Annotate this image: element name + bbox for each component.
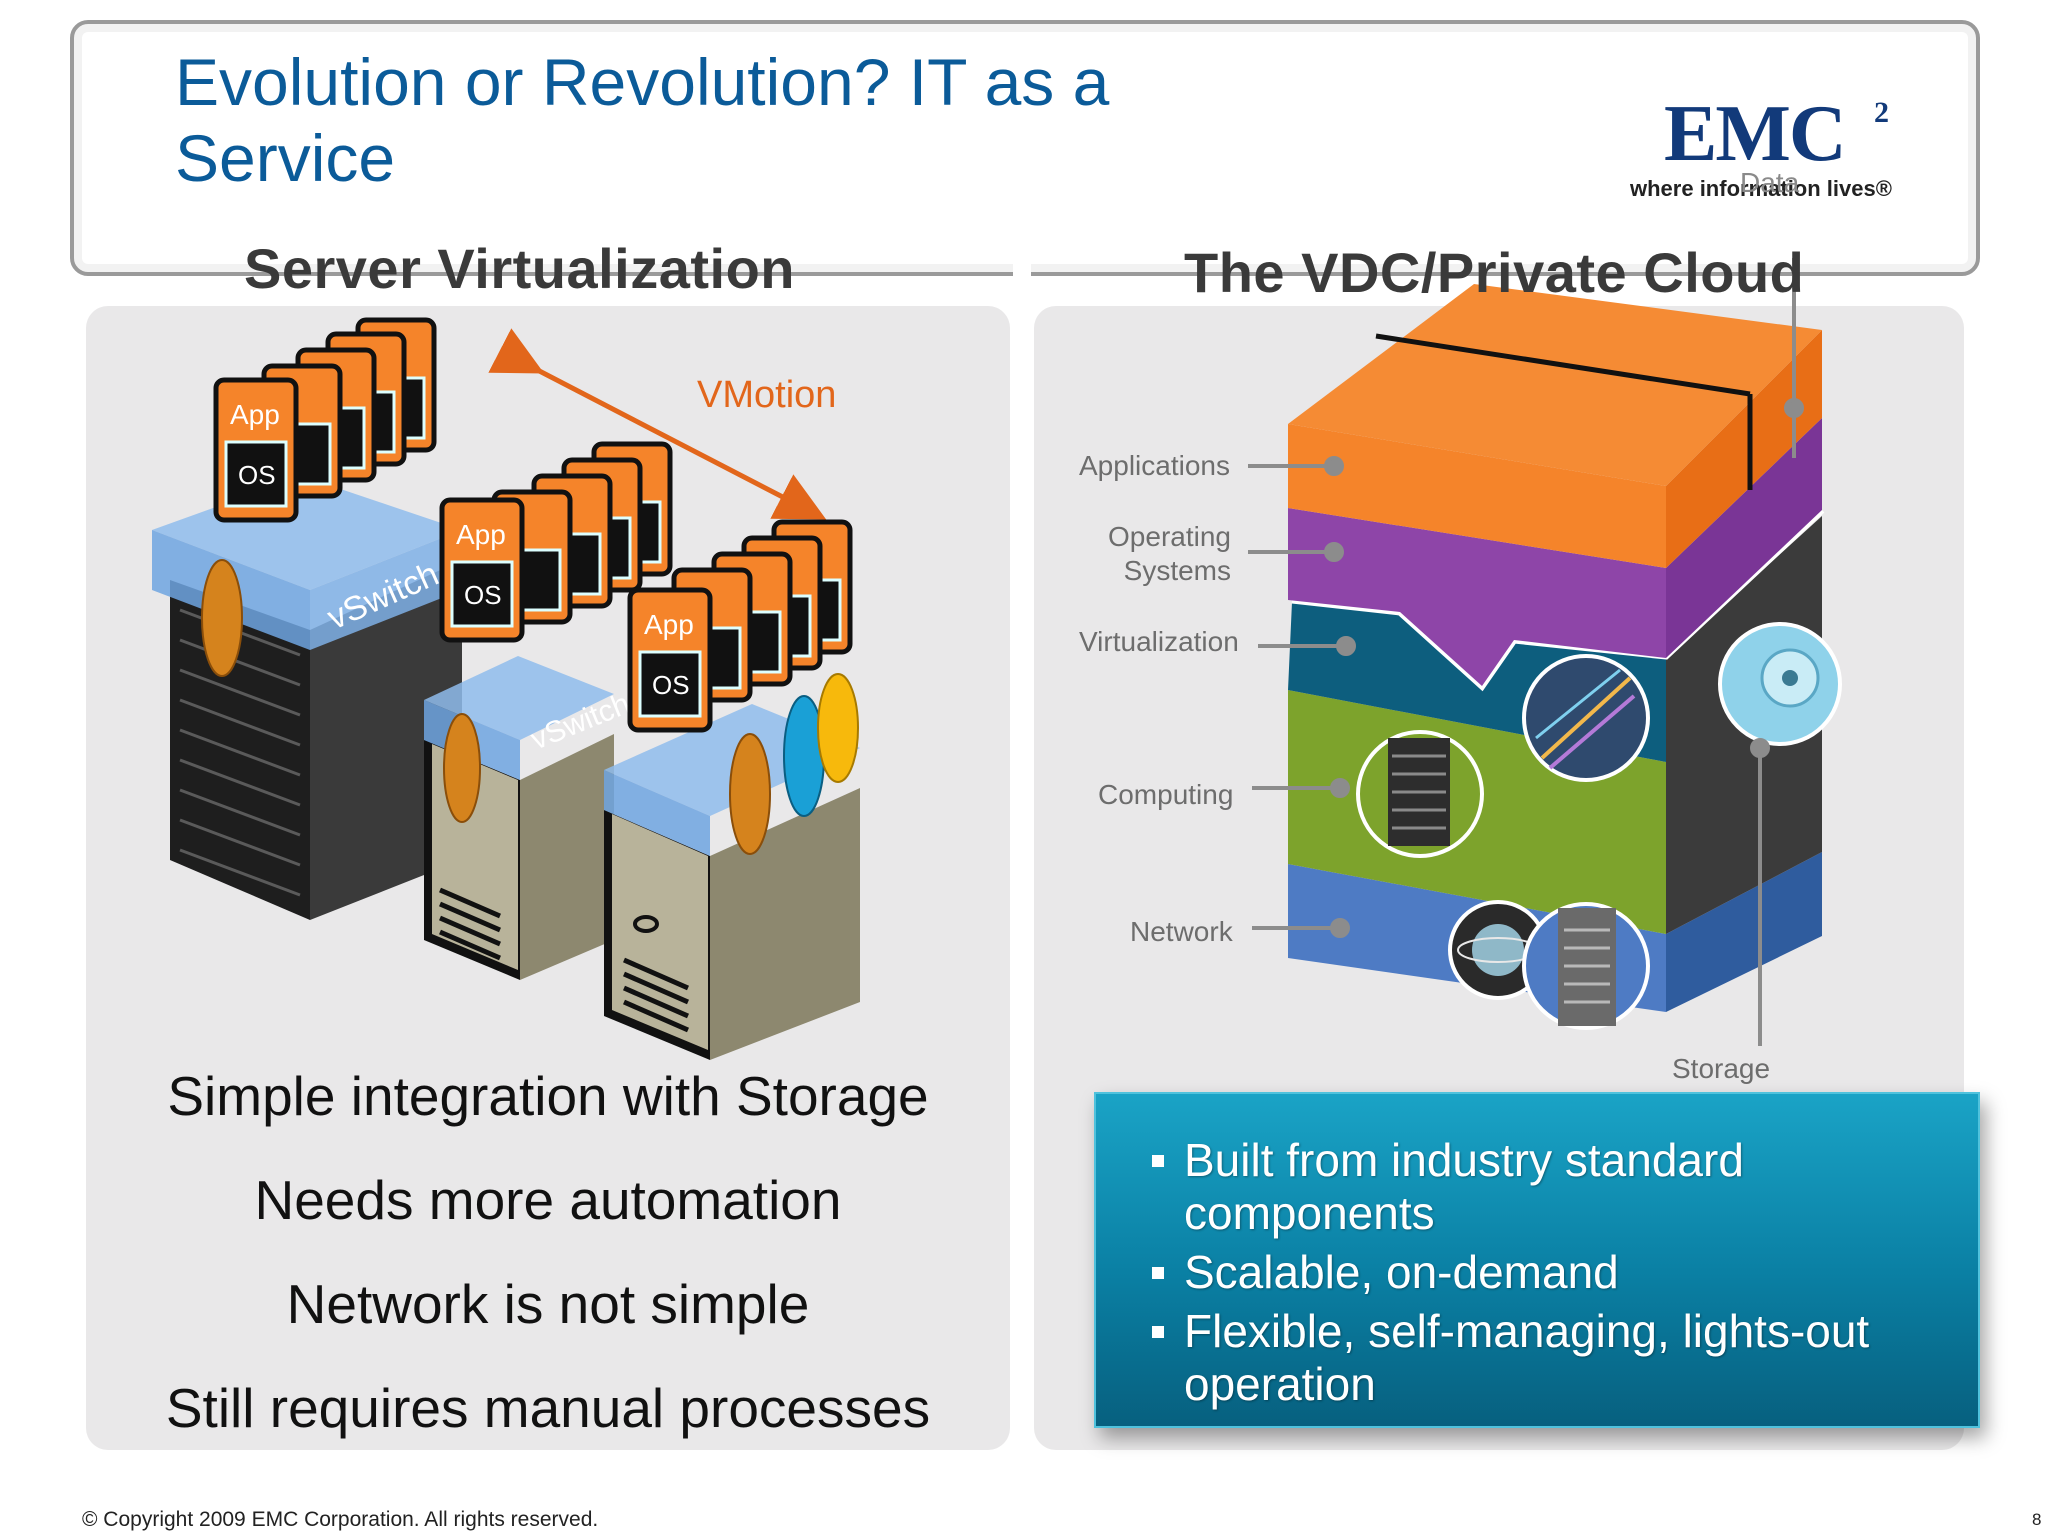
server-virtualization-illustration: vSwitch App OS vSwitch (152, 317, 860, 1060)
left-line-1: Simple integration with Storage (167, 1065, 929, 1127)
vmotion-label: VMotion (697, 374, 837, 416)
vmotion-arrow (488, 328, 827, 520)
emc-logo: EMC 2 where information lives® (1620, 92, 1920, 202)
vm-stack-1: App OS (213, 317, 437, 523)
page-number: 8 (2032, 1510, 2042, 1529)
benefits-list: Built from industry standard components … (1152, 1134, 1952, 1417)
server-rack-circle (1356, 730, 1484, 858)
app-label-2: App (456, 519, 506, 550)
benefit-text: Flexible, self-managing, lights-out oper… (1184, 1305, 1870, 1410)
app-label-1: App (230, 399, 280, 430)
benefit-item: Flexible, self-managing, lights-out oper… (1152, 1305, 1952, 1411)
cloud-benefits-callout: Built from industry standard components … (1094, 1092, 1980, 1428)
vm-stack-3: App OS (627, 519, 853, 733)
slide-title: Evolution or Revolution? IT as a Service (175, 45, 1110, 195)
vm-stack-2: App OS (439, 441, 673, 643)
vdc-cube-diagram (1248, 258, 1842, 1046)
datacenter-circle (1522, 654, 1650, 782)
switch-circle (1522, 902, 1650, 1030)
benefit-item: Scalable, on-demand (1152, 1246, 1952, 1299)
left-heading: Server Virtualization (244, 237, 796, 300)
label-data: Data (1740, 167, 1800, 198)
label-network: Network (1130, 916, 1233, 947)
applications-layer (1288, 424, 1666, 568)
right-heading: The VDC/Private Cloud (1184, 241, 1805, 304)
copyright-footer: © Copyright 2009 EMC Corporation. All ri… (82, 1508, 599, 1531)
tower-server-2 (604, 673, 860, 1060)
bullet-icon (1152, 1326, 1164, 1338)
logo-superscript: 2 (1874, 96, 1889, 129)
label-virtualization: Virtualization (1079, 626, 1239, 657)
os-layer (1288, 508, 1666, 686)
left-line-3: Network is not simple (286, 1273, 810, 1335)
label-storage: Storage (1672, 1053, 1771, 1084)
bullet-icon (1152, 1155, 1164, 1167)
title-frame (70, 20, 1980, 276)
tower-server-1: vSwitch (424, 656, 634, 980)
bullet-icon (1152, 1267, 1164, 1279)
globe-circle (1448, 900, 1548, 1000)
panel-divider (1013, 262, 1031, 1274)
data-top-face (1288, 284, 1822, 486)
label-applications: Applications (1079, 450, 1230, 481)
os-label-1: OS (238, 460, 276, 490)
app-label-3: App (644, 609, 694, 640)
benefit-item: Built from industry standard components (1152, 1134, 1952, 1240)
left-line-4: Still requires manual processes (165, 1377, 931, 1439)
benefit-text: Built from industry standard components (1184, 1134, 1744, 1239)
os-label-2: OS (464, 580, 502, 610)
logo-tagline: where information lives® (1630, 176, 1892, 201)
benefit-text: Scalable, on-demand (1184, 1246, 1619, 1298)
storage-disk-circle (1718, 622, 1842, 746)
logo-brand: EMC (1664, 90, 1847, 178)
os-label-3: OS (652, 670, 690, 700)
label-operating-systems: Operating Systems (1108, 521, 1231, 586)
label-computing: Computing (1098, 779, 1234, 810)
rack-server: vSwitch (152, 476, 462, 920)
left-line-2: Needs more automation (254, 1169, 842, 1231)
